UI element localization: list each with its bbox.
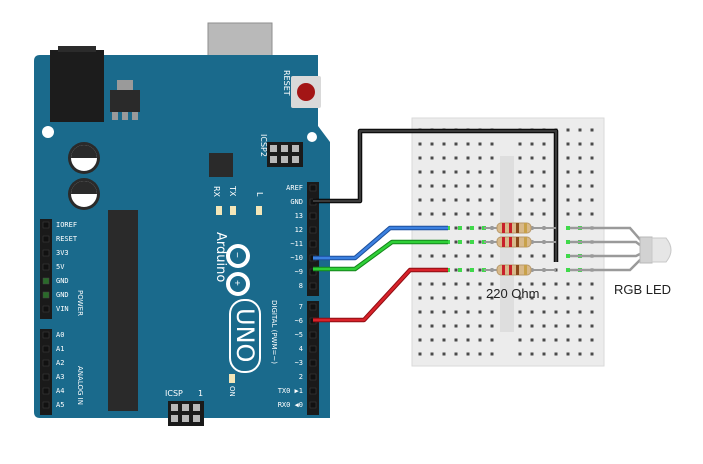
analog-pin-label: A4 xyxy=(56,387,64,395)
digital-pin-label: ~6 xyxy=(295,317,303,325)
on-label: ON xyxy=(228,386,236,397)
analog-pin-label: A5 xyxy=(56,401,64,409)
red-wire xyxy=(313,267,448,323)
capacitor xyxy=(68,142,100,174)
power-pin-label: 5V xyxy=(56,263,65,271)
analog-pin-label: A2 xyxy=(56,359,64,367)
capacitor xyxy=(68,178,100,210)
l-led xyxy=(256,206,262,215)
analog-pin-label: A0 xyxy=(56,331,64,339)
svg-text:−: − xyxy=(231,252,242,258)
rgb-led xyxy=(570,226,672,272)
resistor-220-ohm xyxy=(484,264,556,276)
digital-pin-label: ~5 xyxy=(295,331,303,339)
analog-label: ANALOG IN xyxy=(76,366,84,405)
blue-wire xyxy=(313,225,448,261)
power-pin-label: GND xyxy=(56,291,69,299)
digital-pin-label: ~10 xyxy=(290,254,303,262)
icsp-pin1-label: 1 xyxy=(198,389,203,398)
l-label: L xyxy=(255,192,264,197)
digital-pin-label: 7 xyxy=(299,303,303,311)
svg-text:+: + xyxy=(231,280,242,286)
reset-label: RESET xyxy=(282,70,291,96)
tx-label: TX xyxy=(228,185,237,197)
rx-led xyxy=(216,206,222,215)
analog-header xyxy=(40,329,52,415)
arduino-uno-board: RESET ICSP2 RX TX L − + Arduino UNO xyxy=(34,22,330,426)
digital-pin-label: GND xyxy=(290,198,303,206)
analog-pin-label: A3 xyxy=(56,373,64,381)
power-pin-label: GND xyxy=(56,277,69,285)
rx-label: RX xyxy=(212,186,221,198)
digital-label: DIGITAL (PWM=~) xyxy=(270,300,278,364)
tx-led xyxy=(230,206,236,215)
on-led xyxy=(229,374,235,383)
led-label: RGB LED xyxy=(614,282,671,297)
digital-pin-label: ~3 xyxy=(295,359,303,367)
reset-button[interactable] xyxy=(291,76,321,108)
digital-pin-label: ~11 xyxy=(290,240,303,248)
power-label: POWER xyxy=(76,290,84,316)
digital-pin-label: 4 xyxy=(299,345,303,353)
icsp2-header xyxy=(267,142,303,167)
power-pin-label: RESET xyxy=(56,235,78,243)
icsp-label: ICSP xyxy=(165,389,183,398)
uno-badge: UNO xyxy=(229,299,261,373)
digital-pin-label: 12 xyxy=(295,226,303,234)
power-pin-label: IOREF xyxy=(56,221,77,229)
power-jack xyxy=(50,50,104,122)
digital-pin-label: TX0 ▶1 xyxy=(278,387,303,395)
digital-pin-label: 2 xyxy=(299,373,303,381)
analog-pin-label: A1 xyxy=(56,345,64,353)
arduino-brand: Arduino xyxy=(213,232,228,282)
uno-label: UNO xyxy=(231,308,259,362)
icsp-header xyxy=(168,401,204,426)
digital-pin-label: 8 xyxy=(299,282,303,290)
digital-pin-label: AREF xyxy=(286,184,303,192)
power-header xyxy=(40,219,52,319)
digital-pin-label: ~9 xyxy=(295,268,303,276)
power-pin-label: 3V3 xyxy=(56,249,69,257)
icsp2-label: ICSP2 xyxy=(259,134,268,157)
atmega-chip xyxy=(108,210,138,411)
power-pin-label: VIN xyxy=(56,305,69,313)
digital-pin-label: 13 xyxy=(295,212,303,220)
resistor-label: 220 Ohm xyxy=(486,286,539,301)
arduino-logo: − + xyxy=(226,244,250,296)
resistor-220-ohm xyxy=(484,222,556,234)
digital-pin-label: RX0 ◀0 xyxy=(278,401,303,409)
resistor-220-ohm xyxy=(484,236,556,248)
green-wire xyxy=(313,239,448,272)
gnd-wire xyxy=(313,128,559,262)
